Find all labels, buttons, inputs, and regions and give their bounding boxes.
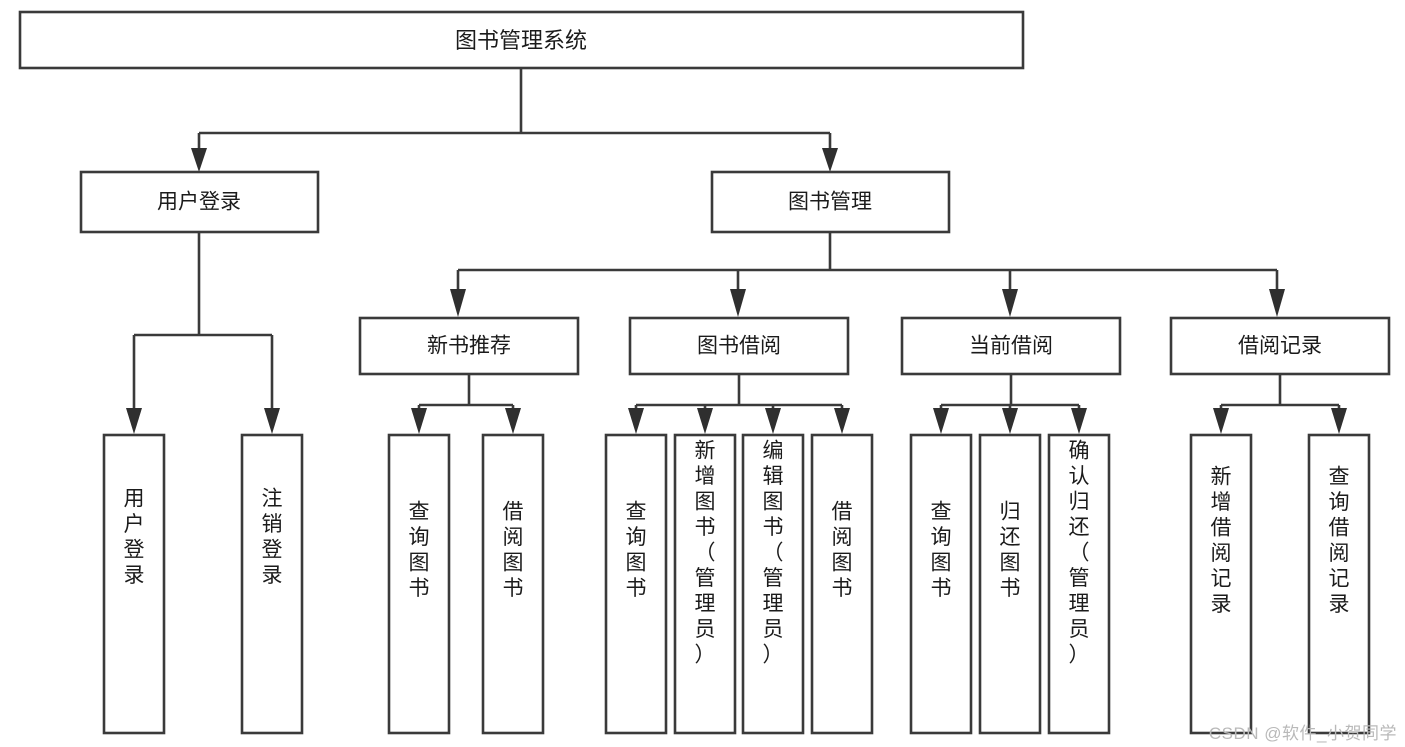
leaf-node-bookborrow-borrow-book[interactable]: 借阅图书 bbox=[810, 433, 874, 735]
leaf-node-logout[interactable]: 注销登录 bbox=[240, 433, 304, 735]
leaf-box-logout[interactable] bbox=[240, 433, 304, 735]
node-book-borrow[interactable]: 图书借阅 bbox=[628, 316, 850, 376]
leaf-label-borrowrecord-add-record: 新增借阅记录 bbox=[1211, 466, 1232, 617]
arrow-head-borrowrecord-leaf-1 bbox=[1213, 408, 1229, 434]
leaf-node-borrowrecord-add-record[interactable]: 新增借阅记录 bbox=[1189, 433, 1253, 735]
leaf-label-bookborrow-edit-book: 编辑图书（管理员） bbox=[763, 440, 784, 667]
leaf-box-user-login[interactable] bbox=[102, 433, 166, 735]
leaf-label-currentborrow-confirm-return: 确认归还（管理员） bbox=[1069, 440, 1090, 667]
leaf-node-currentborrow-query-book[interactable]: 查询图书 bbox=[909, 433, 973, 735]
leaf-box-bookborrow-add-book[interactable] bbox=[673, 433, 737, 735]
arrow-head-bookborrow-leaf-3 bbox=[765, 408, 781, 434]
arrow-head-currentborrow-leaf-2 bbox=[1002, 408, 1018, 434]
leaf-label-borrowrecord-query-record: 查询借阅记录 bbox=[1329, 466, 1350, 617]
leaf-box-bookborrow-edit-book[interactable] bbox=[741, 433, 805, 735]
leaf-node-bookborrow-query-book[interactable]: 查询图书 bbox=[604, 433, 668, 735]
node-book-management[interactable]: 图书管理 bbox=[710, 170, 951, 234]
leaf-node-user-login[interactable]: 用户登录 bbox=[102, 433, 166, 735]
arrow-head-new-book bbox=[450, 289, 466, 317]
node-label-book-management: 图书管理 bbox=[788, 191, 872, 214]
arrow-head-leaf-logout bbox=[264, 408, 280, 434]
node-box-book-management[interactable] bbox=[710, 170, 951, 234]
leaf-box-currentborrow-query-book[interactable] bbox=[909, 433, 973, 735]
leaf-node-newbook-borrow-book[interactable]: 借阅图书 bbox=[481, 433, 545, 735]
arrow-head-newbook-leaf-1 bbox=[411, 408, 427, 434]
leaf-label-logout: 注销登录 bbox=[262, 488, 283, 588]
arrow-head-user-login bbox=[191, 148, 207, 172]
arrow-head-borrowrecord-leaf-2 bbox=[1331, 408, 1347, 434]
arrow-head-bookborrow-leaf-2 bbox=[697, 408, 713, 434]
node-borrow-record[interactable]: 借阅记录 bbox=[1169, 316, 1391, 376]
arrow-head-currentborrow-leaf-3 bbox=[1071, 408, 1087, 434]
node-label-current-borrow: 当前借阅 bbox=[969, 335, 1053, 358]
leaf-label-user-login: 用户登录 bbox=[124, 488, 145, 588]
node-current-borrow[interactable]: 当前借阅 bbox=[900, 316, 1122, 376]
node-label-book-borrow: 图书借阅 bbox=[697, 335, 781, 358]
arrow-head-bookborrow-leaf-4 bbox=[834, 408, 850, 434]
node-label-root: 图书管理系统 bbox=[455, 28, 587, 53]
leaf-box-newbook-query-book[interactable] bbox=[387, 433, 451, 735]
leaf-box-borrowrecord-query-record[interactable] bbox=[1307, 433, 1371, 735]
leaf-label-newbook-borrow-book: 借阅图书 bbox=[503, 501, 524, 601]
leaf-label-bookborrow-add-book: 新增图书（管理员） bbox=[695, 440, 716, 667]
node-box-root[interactable] bbox=[18, 10, 1025, 70]
node-label-borrow-record: 借阅记录 bbox=[1238, 335, 1322, 358]
leaf-box-currentborrow-confirm-return[interactable] bbox=[1047, 433, 1111, 735]
node-root-system[interactable]: 图书管理系统 bbox=[18, 10, 1025, 70]
node-new-book-recommend[interactable]: 新书推荐 bbox=[358, 316, 580, 376]
leaf-box-bookborrow-query-book[interactable] bbox=[604, 433, 668, 735]
leaf-box-bookborrow-borrow-book[interactable] bbox=[810, 433, 874, 735]
node-box-borrow-record[interactable] bbox=[1169, 316, 1391, 376]
leaf-node-newbook-query-book[interactable]: 查询图书 bbox=[387, 433, 451, 735]
leaf-label-currentborrow-query-book: 查询图书 bbox=[931, 501, 952, 601]
arrow-head-newbook-leaf-2 bbox=[505, 408, 521, 434]
leaf-node-borrowrecord-query-record[interactable]: 查询借阅记录 bbox=[1307, 433, 1371, 735]
arrow-head-current-borrow bbox=[1002, 289, 1018, 317]
connector-layer bbox=[126, 68, 1347, 434]
leaf-node-currentborrow-confirm-return[interactable]: 确认归还（管理员） bbox=[1047, 433, 1111, 735]
node-box-current-borrow[interactable] bbox=[900, 316, 1122, 376]
arrow-head-book-borrow bbox=[730, 289, 746, 317]
leaf-box-currentborrow-return-book[interactable] bbox=[978, 433, 1042, 735]
leaf-box-borrowrecord-add-record[interactable] bbox=[1189, 433, 1253, 735]
leaf-label-currentborrow-return-book: 归还图书 bbox=[1000, 501, 1021, 601]
arrow-head-borrow-record bbox=[1269, 289, 1285, 317]
node-label-new-book-recommend: 新书推荐 bbox=[427, 335, 511, 358]
leaf-node-bookborrow-add-book[interactable]: 新增图书（管理员） bbox=[673, 433, 737, 735]
arrow-head-currentborrow-leaf-1 bbox=[933, 408, 949, 434]
node-box-book-borrow[interactable] bbox=[628, 316, 850, 376]
leaf-label-bookborrow-query-book: 查询图书 bbox=[626, 501, 647, 601]
leaf-node-bookborrow-edit-book[interactable]: 编辑图书（管理员） bbox=[741, 433, 805, 735]
node-box-user-login[interactable] bbox=[79, 170, 320, 234]
node-user-login[interactable]: 用户登录 bbox=[79, 170, 320, 234]
arrow-head-bookborrow-leaf-1 bbox=[628, 408, 644, 434]
leaf-node-currentborrow-return-book[interactable]: 归还图书 bbox=[978, 433, 1042, 735]
leaf-box-newbook-borrow-book[interactable] bbox=[481, 433, 545, 735]
leaf-label-bookborrow-borrow-book: 借阅图书 bbox=[832, 501, 853, 601]
arrow-head-leaf-user-login bbox=[126, 408, 142, 434]
node-label-user-login: 用户登录 bbox=[157, 191, 241, 214]
node-box-new-book-recommend[interactable] bbox=[358, 316, 580, 376]
arrow-head-book-mgmt bbox=[822, 148, 838, 172]
leaf-label-newbook-query-book: 查询图书 bbox=[409, 501, 430, 601]
